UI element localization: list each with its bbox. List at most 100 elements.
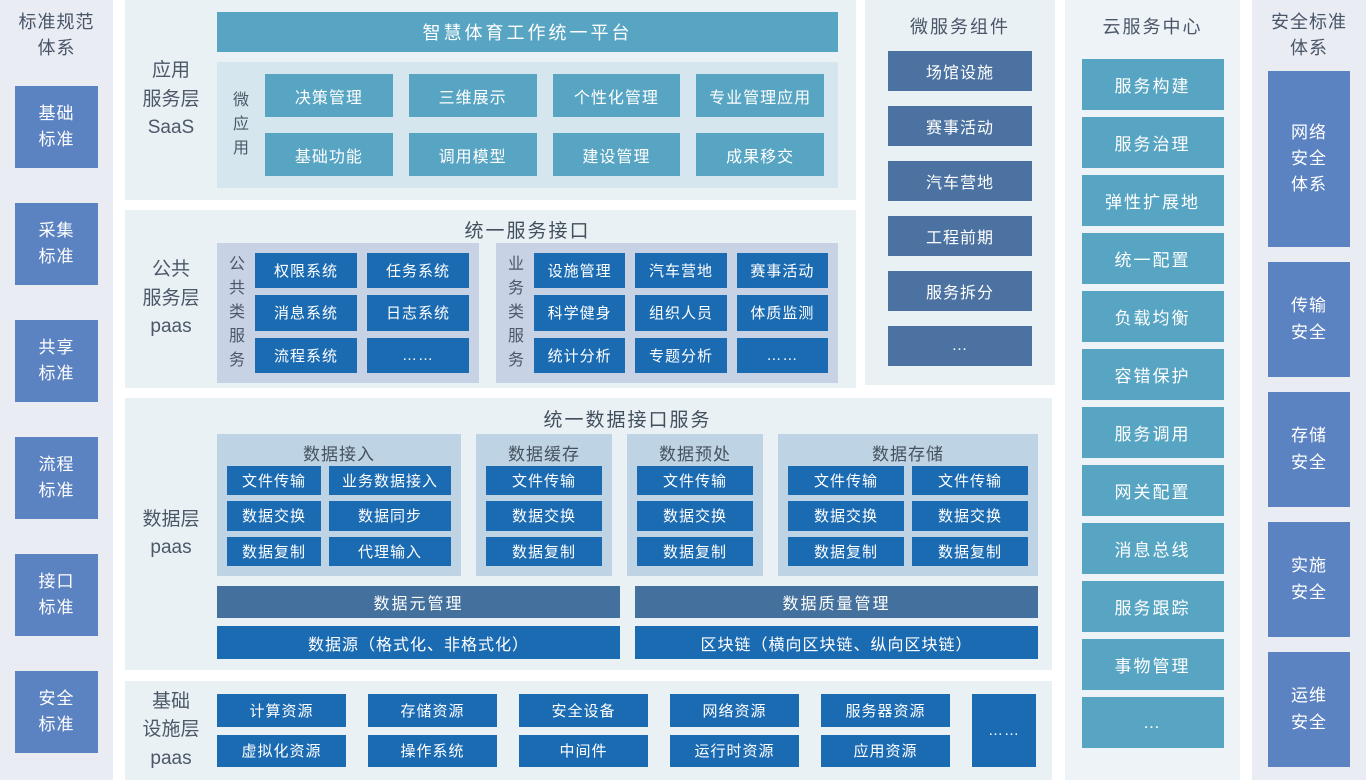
service-box-auto-camp: 汽车营地 — [635, 253, 727, 289]
store-box-data-exchange-1: 数据交换 — [788, 501, 904, 531]
standards-spec-title: 标准规范 体系 — [18, 12, 95, 59]
data-preprocess-grid: 文件传输 数据交换 数据复制 — [637, 466, 753, 566]
app-box-3d-display: 三维展示 — [408, 74, 537, 117]
micro-services-panel: 微服务组件 场馆设施 赛事活动 汽车营地 工程前期 服务拆分 … — [865, 0, 1055, 385]
infra-box-virtualization-resource: 虚拟化资源 — [217, 734, 346, 767]
public-service-layer-section: 公共 服务层 paas 统一服务接口 公共类服务 权限系统 任务系统 消息系统 … — [125, 210, 856, 388]
data-management-row: 数据元管理 数据质量管理 — [217, 586, 1038, 618]
micro-box-venue-facility: 场馆设施 — [888, 51, 1032, 91]
security-standards-panel: 安全标准 体系 网络 安全 体系 传输 安全 存储 安全 实施 安全 运维 安全 — [1252, 0, 1366, 780]
pre-box-file-transfer: 文件传输 — [637, 466, 753, 496]
standard-box-basic: 基础 标准 — [15, 86, 98, 169]
unified-service-interface-title: 统一服务接口 — [464, 221, 591, 242]
app-box-professional-mgmt: 专业管理应用 — [696, 74, 824, 117]
service-box-task: 任务系统 — [367, 253, 469, 289]
infra-grid: 计算资源 存储资源 安全设备 网络资源 服务器资源 …… 虚拟化资源 操作系统 … — [217, 694, 1036, 767]
service-box-org-personnel: 组织人员 — [635, 295, 727, 331]
infra-layer-label: 基础 设施层 paas — [142, 690, 200, 769]
infra-box-middleware: 中间件 — [519, 734, 648, 767]
app-service-layer-section: 应用 服务层 SaaS 智慧体育工作统一平台 微应用 决策管理 三维展示 个性化… — [125, 0, 856, 200]
cloud-box-service-governance: 服务治理 — [1081, 117, 1224, 168]
store-box-data-replication-1: 数据复制 — [788, 536, 904, 566]
infra-box-operating-system: 操作系统 — [368, 734, 497, 767]
cloud-box-gateway-config: 网关配置 — [1081, 465, 1224, 516]
business-services-vertical-label: 业务类服务 — [507, 256, 524, 369]
service-box-business-more: …… — [736, 337, 828, 373]
data-access-grid: 文件传输 业务数据接入 数据交换 数据同步 数据复制 代理输入 — [227, 466, 451, 566]
service-box-statistical-analysis: 统计分析 — [534, 337, 626, 373]
data-source-row: 数据源（格式化、非格式化） 区块链（横向区块链、纵向区块链） — [217, 626, 1038, 659]
cache-box-data-replication: 数据复制 — [486, 536, 602, 566]
public-layer-label: 公共 服务层 paas — [142, 259, 200, 338]
service-box-log: 日志系统 — [367, 295, 469, 331]
infrastructure-layer-section: 基础 设施层 paas 计算资源 存储资源 安全设备 网络资源 服务器资源 ……… — [125, 681, 1052, 780]
data-source-bar: 数据源（格式化、非格式化） — [217, 626, 620, 659]
cloud-box-more: … — [1081, 697, 1224, 748]
micro-app-grid: 决策管理 三维展示 个性化管理 专业管理应用 基础功能 调用模型 建设管理 成果… — [265, 74, 824, 176]
app-box-construction-mgmt: 建设管理 — [552, 133, 681, 176]
security-box-network-security-system: 网络 安全 体系 — [1268, 71, 1350, 248]
service-box-event-activity: 赛事活动 — [736, 253, 828, 289]
micro-box-project-preliminary: 工程前期 — [888, 216, 1032, 256]
data-cache-panel: 数据缓存 文件传输 数据交换 数据复制 — [476, 434, 612, 576]
app-box-personalized-mgmt: 个性化管理 — [552, 74, 681, 117]
service-groups-row: 公共类服务 权限系统 任务系统 消息系统 日志系统 流程系统 …… 业务类服务 … — [217, 243, 838, 383]
service-box-scientific-fitness: 科学健身 — [534, 295, 626, 331]
cloud-box-fault-tolerance: 容错保护 — [1081, 349, 1224, 400]
infra-box-network-resource: 网络资源 — [670, 694, 799, 727]
pre-box-data-exchange: 数据交换 — [637, 501, 753, 531]
infra-box-runtime-resource: 运行时资源 — [670, 734, 799, 767]
security-box-implementation-security: 实施 安全 — [1268, 522, 1350, 638]
standard-box-process: 流程 标准 — [15, 437, 98, 520]
data-layer-label: 数据层 paas — [142, 508, 200, 559]
infra-box-compute-resource: 计算资源 — [217, 694, 346, 727]
app-box-basic-function: 基础功能 — [265, 133, 393, 176]
app-box-model-invoke: 调用模型 — [408, 133, 537, 176]
data-storage-grid: 文件传输 文件传输 数据交换 数据交换 数据复制 数据复制 — [788, 466, 1028, 566]
standards-spec-panel: 标准规范 体系 基础 标准 采集 标准 共享 标准 流程 标准 接口 标准 安全… — [0, 0, 113, 780]
micro-app-vertical-label: 微应用 — [232, 92, 249, 157]
pre-box-data-replication: 数据复制 — [637, 536, 753, 566]
cloud-box-message-bus: 消息总线 — [1081, 523, 1224, 574]
micro-services-title: 微服务组件 — [910, 17, 1010, 37]
app-layer-content: 智慧体育工作统一平台 微应用 决策管理 三维展示 个性化管理 专业管理应用 基础… — [217, 0, 856, 200]
service-box-topic-analysis: 专题分析 — [635, 337, 727, 373]
micro-box-event-activity: 赛事活动 — [888, 106, 1032, 146]
public-services-group: 公共类服务 权限系统 任务系统 消息系统 日志系统 流程系统 …… — [217, 243, 479, 383]
data-box-data-sync: 数据同步 — [329, 501, 451, 531]
blockchain-bar: 区块链（横向区块链、纵向区块链） — [635, 626, 1038, 659]
infra-box-application-resource: 应用资源 — [821, 734, 950, 767]
store-box-data-exchange-2: 数据交换 — [912, 501, 1028, 531]
data-cache-grid: 文件传输 数据交换 数据复制 — [486, 466, 602, 566]
data-preprocess-panel: 数据预处 文件传输 数据交换 数据复制 — [627, 434, 763, 576]
service-box-facility-mgmt: 设施管理 — [534, 253, 626, 289]
security-box-ops-security: 运维 安全 — [1268, 652, 1350, 768]
app-box-decision-mgmt: 决策管理 — [265, 74, 393, 117]
infra-box-storage-resource: 存储资源 — [368, 694, 497, 727]
public-layer-content: 统一服务接口 公共类服务 权限系统 任务系统 消息系统 日志系统 流程系统 ……… — [217, 210, 856, 388]
security-box-storage-security: 存储 安全 — [1268, 392, 1350, 508]
cloud-box-unified-config: 统一配置 — [1081, 233, 1224, 284]
standard-box-collection: 采集 标准 — [15, 203, 98, 286]
service-box-more: …… — [367, 337, 469, 373]
app-box-result-transfer: 成果移交 — [696, 133, 824, 176]
cloud-box-elastic-scaling: 弹性扩展地 — [1081, 175, 1224, 226]
cloud-box-load-balancing: 负载均衡 — [1081, 291, 1224, 342]
cloud-box-service-tracking: 服务跟踪 — [1081, 581, 1224, 632]
standard-box-interface: 接口 标准 — [15, 554, 98, 637]
data-quality-management-bar: 数据质量管理 — [635, 586, 1038, 618]
cloud-service-center-panel: 云服务中心 服务构建 服务治理 弹性扩展地 统一配置 负载均衡 容错保护 服务调… — [1065, 0, 1240, 780]
data-box-data-replication: 数据复制 — [227, 536, 321, 566]
cache-box-file-transfer: 文件传输 — [486, 466, 602, 496]
metadata-management-bar: 数据元管理 — [217, 586, 620, 618]
micro-box-service-split: 服务拆分 — [888, 271, 1032, 311]
app-layer-label: 应用 服务层 SaaS — [142, 60, 200, 139]
service-box-workflow: 流程系统 — [255, 337, 357, 373]
business-services-grid: 设施管理 汽车营地 赛事活动 科学健身 组织人员 体质监测 统计分析 专题分析 … — [534, 253, 828, 373]
data-storage-title: 数据存储 — [872, 444, 944, 464]
public-services-vertical-label: 公共类服务 — [228, 256, 245, 369]
data-layer-content: 统一数据接口服务 数据接入 文件传输 业务数据接入 数据交换 数据同步 数据复制… — [217, 398, 1052, 670]
standard-box-security: 安全 标准 — [15, 671, 98, 754]
platform-title-bar: 智慧体育工作统一平台 — [217, 12, 838, 52]
infra-box-security-device: 安全设备 — [519, 694, 648, 727]
